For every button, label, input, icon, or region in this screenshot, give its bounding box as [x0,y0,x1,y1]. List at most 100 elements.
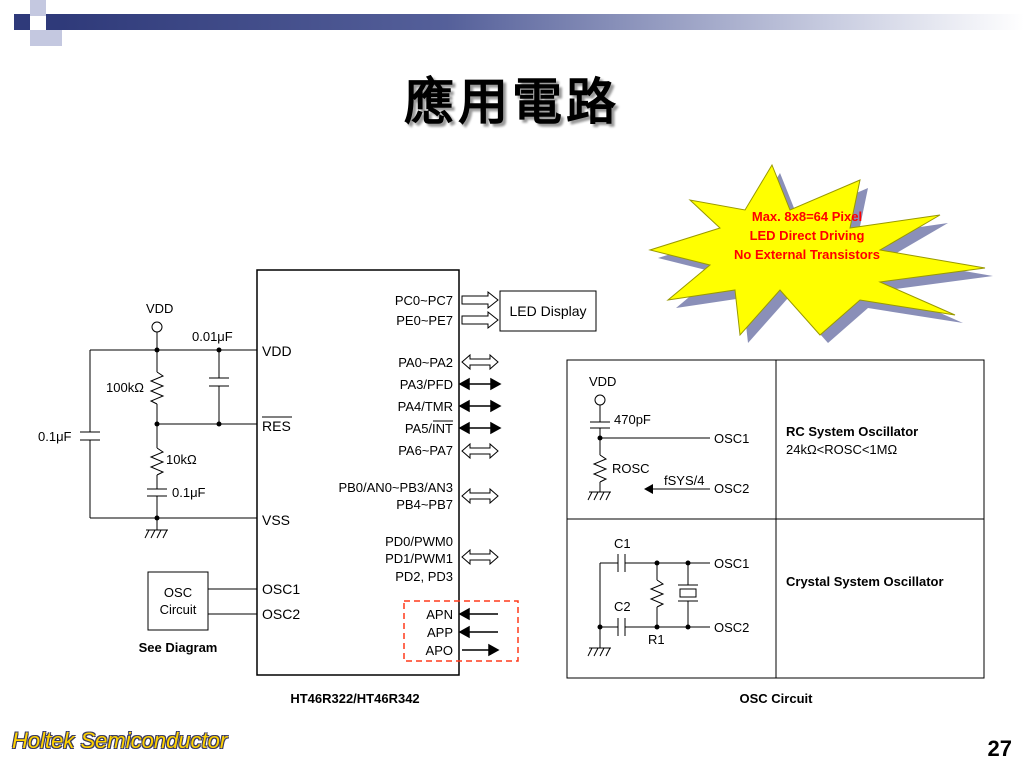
arrow-pa4-right-head [490,399,502,413]
ground-hatch [144,529,168,539]
osc-box-line-1: OSC [164,585,192,600]
led-display-label: LED Display [509,303,586,319]
crystal-osc2-label: OSC2 [714,620,749,635]
brand-logo-text: Holtek Semiconductor [12,728,228,753]
crystal-body [679,588,697,598]
bus-arrow-pc [461,290,499,310]
junction-dot [685,624,691,630]
junction-dot [654,624,660,630]
rc-resistor [592,454,608,483]
deco-square [46,30,62,46]
page-number: 27 [987,736,1012,761]
deco-square [30,30,46,46]
pin-pb0: PB0/AN0~PB3/AN3 [338,480,453,495]
vdd-terminal [151,321,163,333]
bus-arrow-pb [461,487,499,505]
rc-osc2-label: OSC2 [714,481,749,496]
pin-osc2: OSC2 [262,606,300,622]
deco-square [14,14,30,30]
pin-pc: PC0~PC7 [395,293,453,308]
osc-circuit-box [147,571,209,631]
pin-app: APP [427,625,453,640]
pin-pa3: PA3/PFD [400,377,453,392]
bus-arrow-pe [461,310,499,330]
crystal-c2-label: C2 [614,599,631,614]
see-diagram-label: See Diagram [139,640,218,655]
bus-arrow-pd [461,548,499,566]
pin-pb4: PB4~PB7 [396,497,453,512]
pin-vss: VSS [262,512,290,528]
junction-dot [154,515,160,521]
title-bar [0,0,1024,48]
slide-title: 應用電路 [404,72,620,131]
pin-pa4: PA4/TMR [398,399,453,414]
bus-arrow-pa0 [461,353,499,371]
osc-caption: OSC Circuit [740,691,814,706]
junction-dot [654,560,660,566]
pin-pa6: PA6~PA7 [398,443,453,458]
junction-dot [597,624,603,630]
crystal-r1-label: R1 [648,632,665,647]
pin-vdd: VDD [262,343,292,359]
ground-hatch [587,647,611,657]
pin-pd2: PD2, PD3 [395,569,453,584]
arrow-app-head [458,625,470,639]
crystal-c1-label: C1 [614,536,631,551]
arrow-pa3-right-head [490,377,502,391]
arrow-pa5-right-head [490,421,502,435]
pin-apn: APN [426,607,453,622]
pin-pd1: PD1/PWM1 [385,551,453,566]
chip-name: HT46R322/HT46R342 [290,691,419,706]
resistor-100k [149,371,165,405]
junction-dot [216,421,222,427]
dashed-highlight-box [403,600,519,662]
cap-bottom-label: 0.1μF [172,485,206,500]
arrow-pa3-left-head [458,377,470,391]
resistor-top-label: 100kΩ [106,380,144,395]
junction-dot [597,435,603,441]
junction-dot [154,421,160,427]
crystal-osc1-label: OSC1 [714,556,749,571]
pin-osc1: OSC1 [262,581,300,597]
arrow-apn-head [458,607,470,621]
junction-dot [685,560,691,566]
rc-osc1-label: OSC1 [714,431,749,446]
chip-body [256,269,460,676]
rc-cap-label: 470pF [614,412,651,427]
arrow-pa4-left-head [458,399,470,413]
callout-starburst: Max. 8x8=64 Pixel LED Direct Driving No … [648,163,993,343]
pin-pa5: PA5/INT [405,421,453,436]
cap-top-label: 0.01μF [192,329,233,344]
callout-line-3: No External Transistors [734,247,880,262]
led-display-box [499,290,597,332]
bus-arrow-pa6 [461,442,499,460]
title-bar-gradient [62,14,1024,30]
pin-pd0: PD0/PWM0 [385,534,453,549]
pin-pe: PE0~PE7 [396,313,453,328]
pin-apo: APO [426,643,453,658]
vdd-label: VDD [146,301,173,316]
crystal-title: Crystal System Oscillator [786,574,944,589]
rc-title: RC System Oscillator [786,424,918,439]
rc-vdd-label: VDD [589,374,616,389]
pin-pa0: PA0~PA2 [398,355,453,370]
cap-left-label: 0.1μF [38,429,72,444]
fsys-arrow-head [644,484,653,494]
resistor-10k [149,447,165,476]
callout-line-2: LED Direct Driving [750,228,865,243]
deco-square [46,14,62,30]
junction-dot [154,347,160,353]
arrow-apo-head [488,643,500,657]
ground-hatch [587,491,611,501]
rc-fsys-label: fSYS/4 [664,473,704,488]
pin-res: RES [262,418,291,434]
rc-range: 24kΩ<ROSC<1MΩ [786,442,897,457]
crystal-resistor [649,579,665,608]
osc-box-line-2: Circuit [160,602,197,617]
resistor-bottom-label: 10kΩ [166,452,197,467]
callout-line-1: Max. 8x8=64 Pixel [752,209,862,224]
rc-resistor-label: ROSC [612,461,650,476]
arrow-pa5-left-head [458,421,470,435]
junction-dot [216,347,222,353]
